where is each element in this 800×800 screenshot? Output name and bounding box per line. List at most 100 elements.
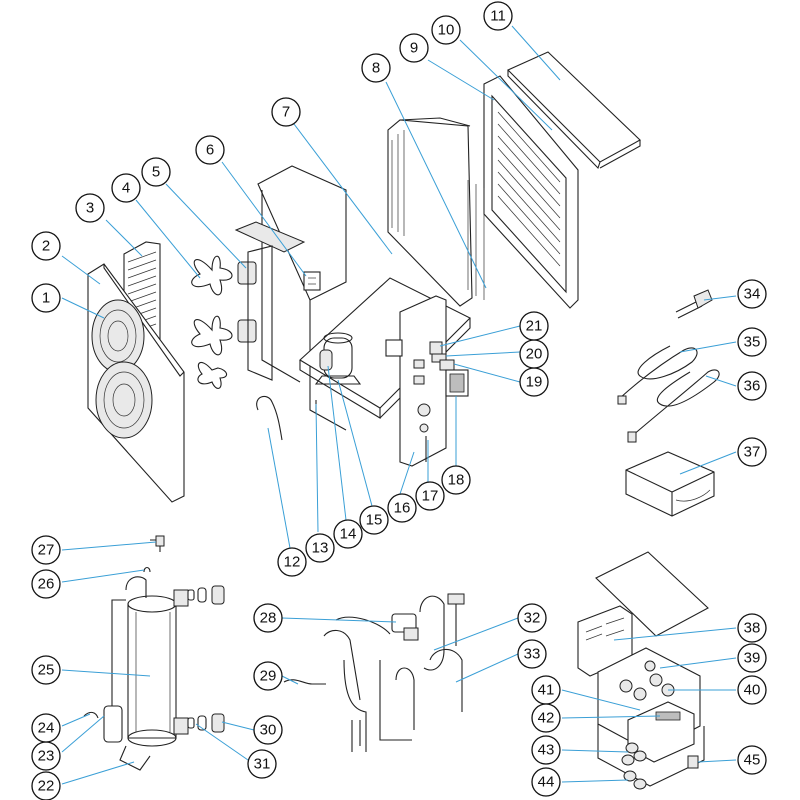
callout-31: 31 xyxy=(247,749,277,779)
callout-label: 44 xyxy=(538,774,555,791)
leader-32 xyxy=(433,617,519,651)
callout-label: 20 xyxy=(526,346,543,363)
part-43-grommets xyxy=(621,742,647,766)
callout-label: 19 xyxy=(526,374,543,391)
part-37-cover xyxy=(625,451,715,517)
callout-label: 33 xyxy=(524,646,541,663)
parts-layer xyxy=(83,51,720,790)
callout-label: 42 xyxy=(538,710,555,727)
callout-10: 10 xyxy=(431,15,461,45)
callout-23: 23 xyxy=(31,741,61,771)
leader-5 xyxy=(165,183,247,269)
callout-28: 28 xyxy=(253,603,283,633)
callout-1: 1 xyxy=(31,283,61,313)
part-33-pipe xyxy=(343,648,463,752)
part-28-four-way-valve xyxy=(391,613,419,641)
callout-label: 30 xyxy=(260,722,277,739)
callout-39: 39 xyxy=(737,643,767,673)
part-27-valve xyxy=(150,535,165,552)
leader-2 xyxy=(61,255,101,285)
leader-35 xyxy=(679,341,737,353)
callout-30: 30 xyxy=(253,715,283,745)
callout-label: 8 xyxy=(372,60,380,77)
callout-6: 6 xyxy=(195,135,225,165)
callout-label: 35 xyxy=(744,334,761,351)
part-15-compressor xyxy=(314,332,362,385)
leader-lines xyxy=(61,25,737,785)
leader-25 xyxy=(61,669,151,677)
callout-18: 18 xyxy=(441,465,471,495)
callout-16: 16 xyxy=(387,493,417,523)
part-16-side-panel xyxy=(399,295,447,467)
part-5-fan-motors xyxy=(237,245,273,381)
callout-label: 12 xyxy=(284,554,301,571)
callout-12: 12 xyxy=(277,547,307,577)
leader-44 xyxy=(561,779,629,783)
callout-label: 45 xyxy=(744,752,761,769)
part-24-wire xyxy=(83,711,99,719)
leader-4 xyxy=(135,199,201,279)
callout-13: 13 xyxy=(305,533,335,563)
part-20-terminal xyxy=(431,353,447,363)
leader-34 xyxy=(703,295,737,301)
leader-29 xyxy=(281,675,299,685)
callout-label: 36 xyxy=(744,378,761,395)
leader-22 xyxy=(61,761,135,785)
callout-41: 41 xyxy=(531,675,561,705)
callout-label: 23 xyxy=(38,748,55,765)
part-36-hose xyxy=(627,369,720,443)
part-23-pressure-switch xyxy=(103,599,126,743)
part-1-fan-guards xyxy=(91,299,153,439)
leader-8 xyxy=(385,81,487,289)
callout-29: 29 xyxy=(253,661,283,691)
callout-label: 26 xyxy=(38,576,55,593)
leader-39 xyxy=(659,657,737,669)
callout-17: 17 xyxy=(415,481,445,511)
leader-9 xyxy=(427,59,495,101)
callout-label: 5 xyxy=(152,164,160,181)
callout-label: 43 xyxy=(538,742,555,759)
callout-label: 40 xyxy=(744,682,761,699)
callout-45: 45 xyxy=(737,745,767,775)
leader-7 xyxy=(293,123,393,255)
callout-40: 40 xyxy=(737,675,767,705)
leader-12 xyxy=(267,427,291,549)
leader-11 xyxy=(511,25,561,81)
part-34-connector xyxy=(675,289,713,319)
callout-label: 32 xyxy=(524,610,541,627)
leader-3 xyxy=(105,219,143,257)
callout-33: 33 xyxy=(517,639,547,669)
callout-27: 27 xyxy=(31,535,61,565)
leader-45 xyxy=(697,759,737,763)
callout-label: 10 xyxy=(438,22,455,39)
callout-4: 4 xyxy=(111,173,141,203)
callout-42: 42 xyxy=(531,703,561,733)
part-29-sensor-wire xyxy=(283,679,326,685)
callout-label: 31 xyxy=(254,756,271,773)
part-18-display xyxy=(445,369,469,397)
callout-15: 15 xyxy=(359,505,389,535)
callout-38: 38 xyxy=(737,613,767,643)
leader-28 xyxy=(281,617,397,623)
callout-label: 22 xyxy=(38,778,55,795)
part-22-bracket xyxy=(119,745,151,771)
callout-label: 27 xyxy=(38,542,55,559)
part-35-cable xyxy=(617,345,698,405)
leader-31 xyxy=(195,723,249,761)
callout-9: 9 xyxy=(399,33,429,63)
leader-21 xyxy=(439,325,521,347)
leader-13 xyxy=(315,403,319,533)
leader-19 xyxy=(453,363,521,383)
callout-label: 25 xyxy=(38,662,55,679)
leader-27 xyxy=(61,541,157,551)
callout-7: 7 xyxy=(271,97,301,127)
callout-label: 7 xyxy=(282,104,290,121)
callout-22: 22 xyxy=(31,771,61,800)
part-19-capacitor xyxy=(439,359,455,371)
part-31-gasket xyxy=(187,585,225,605)
leader-15 xyxy=(337,379,373,507)
callout-label: 39 xyxy=(744,650,761,667)
leader-24 xyxy=(61,713,91,727)
leader-41 xyxy=(561,689,641,711)
part-12-hose xyxy=(256,395,283,441)
